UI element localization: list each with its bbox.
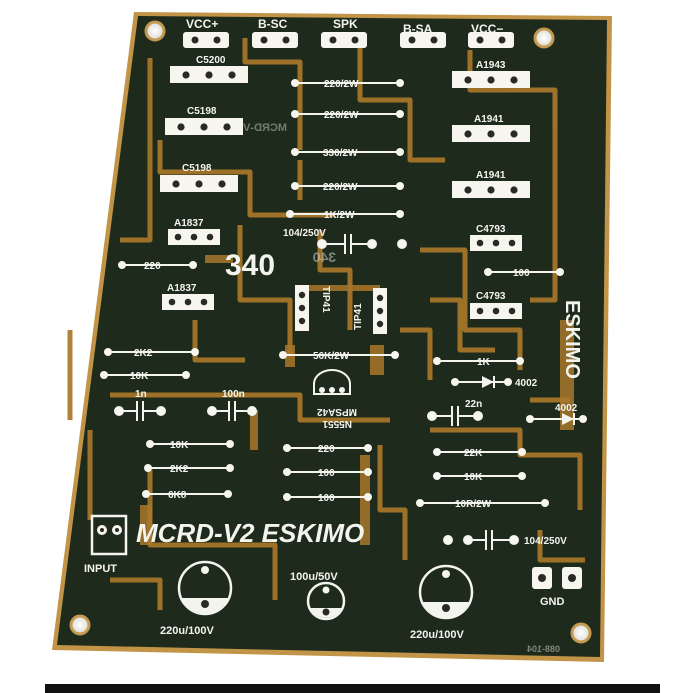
- label-c4793-2: C4793: [476, 291, 506, 302]
- label-a1941-2: A1941: [476, 170, 506, 181]
- label-mpsa42: MPSA42: [317, 406, 357, 417]
- label-tip41-left: TIP41: [320, 286, 331, 313]
- label-title: MCRD-V2 ESKIMO: [136, 518, 364, 548]
- label-c5200: C5200: [196, 55, 226, 66]
- label-c220u-right: 220u/100V: [410, 629, 464, 641]
- label-back-code: 088-104: [527, 644, 560, 654]
- label-c5198-2: C5198: [182, 163, 212, 174]
- small-capacitors: [114, 234, 519, 550]
- input-connector: [90, 514, 128, 556]
- label-a1943: A1943: [476, 60, 506, 71]
- label-vcc-plus: VCC+: [186, 17, 218, 31]
- label-big-number: 340: [225, 249, 275, 282]
- resistor-pads: [100, 79, 564, 507]
- label-r100-right: 100: [513, 268, 530, 279]
- label-r220-2w-c: 220/2W: [323, 182, 358, 193]
- header-pad-holes: [191, 36, 506, 44]
- transistor-pad-holes: [168, 71, 518, 328]
- label-r1k-mid: 1K: [477, 357, 491, 368]
- resistor-leads: [104, 82, 560, 504]
- label-a1837-1: A1837: [174, 218, 204, 229]
- silkscreen: VCC+ B-SC SPK B-SA VCC− C5200 C5198 C519…: [84, 17, 583, 654]
- label-mirrored-number: 340: [312, 249, 336, 265]
- label-d4002-b: 4002: [555, 403, 578, 414]
- label-c220u-left: 220u/100V: [160, 625, 214, 637]
- label-r56k-2w: 56K/2W: [313, 351, 350, 362]
- label-c1n: 1n: [135, 389, 147, 400]
- to92-footprint: [313, 369, 351, 395]
- label-side-brand: ESKIMO: [561, 300, 583, 379]
- label-r6k8: 6K8: [168, 490, 187, 501]
- label-r1k-2w: 1K/2W: [324, 210, 355, 221]
- label-c100u: 100u/50V: [290, 571, 338, 583]
- label-r10k-left: 10K: [130, 371, 149, 382]
- label-r2k2-bottom: 2K2: [170, 464, 189, 475]
- label-spk: SPK: [333, 17, 358, 31]
- label-r10k-mid: 10K: [170, 440, 189, 451]
- label-r100-a: 100: [318, 468, 335, 479]
- label-c22n: 22n: [465, 399, 482, 410]
- label-r220-2w-a: 220/2W: [324, 79, 359, 90]
- label-r220-left: 220: [144, 261, 161, 272]
- label-a1941-1: A1941: [474, 114, 504, 125]
- label-c104-top: 104/250V: [283, 228, 326, 239]
- label-n5551: N5551: [322, 418, 352, 429]
- bottom-edge-shadow: [45, 684, 660, 693]
- electrolytic-capacitors: [177, 560, 474, 621]
- label-r10r-2w: 10R/2W: [455, 499, 492, 510]
- label-c4793-1: C4793: [476, 224, 506, 235]
- label-r100-b: 100: [318, 493, 335, 504]
- label-d4002-a: 4002: [515, 378, 538, 389]
- label-r22k: 22K: [464, 448, 483, 459]
- label-gnd: GND: [540, 596, 565, 608]
- label-bsc: B-SC: [258, 17, 288, 31]
- header-pads: [183, 32, 514, 48]
- label-c104-bottom: 104/250V: [524, 536, 567, 547]
- label-tip41-right: TIP41: [353, 303, 364, 330]
- label-a1837-2: A1837: [167, 283, 197, 294]
- label-c100n: 100n: [222, 389, 245, 400]
- gnd-connector: [532, 567, 582, 589]
- label-r220-2w-b: 220/2W: [324, 110, 359, 121]
- label-r220-mid: 220: [318, 444, 335, 455]
- label-bsa: B-SA: [403, 22, 433, 36]
- diodes: [451, 376, 587, 425]
- copper-pours: [140, 255, 574, 545]
- label-r2k2-top: 2K2: [134, 348, 153, 359]
- mounting-holes: [69, 20, 592, 644]
- label-vcc-minus: VCC−: [471, 22, 503, 36]
- label-mirrored-title: MCRD-V2: [237, 122, 287, 134]
- label-input: INPUT: [84, 563, 117, 575]
- label-c5198-1: C5198: [187, 106, 217, 117]
- label-r10k-right: 10K: [464, 472, 483, 483]
- label-r330-2w: 330/2W: [323, 148, 358, 159]
